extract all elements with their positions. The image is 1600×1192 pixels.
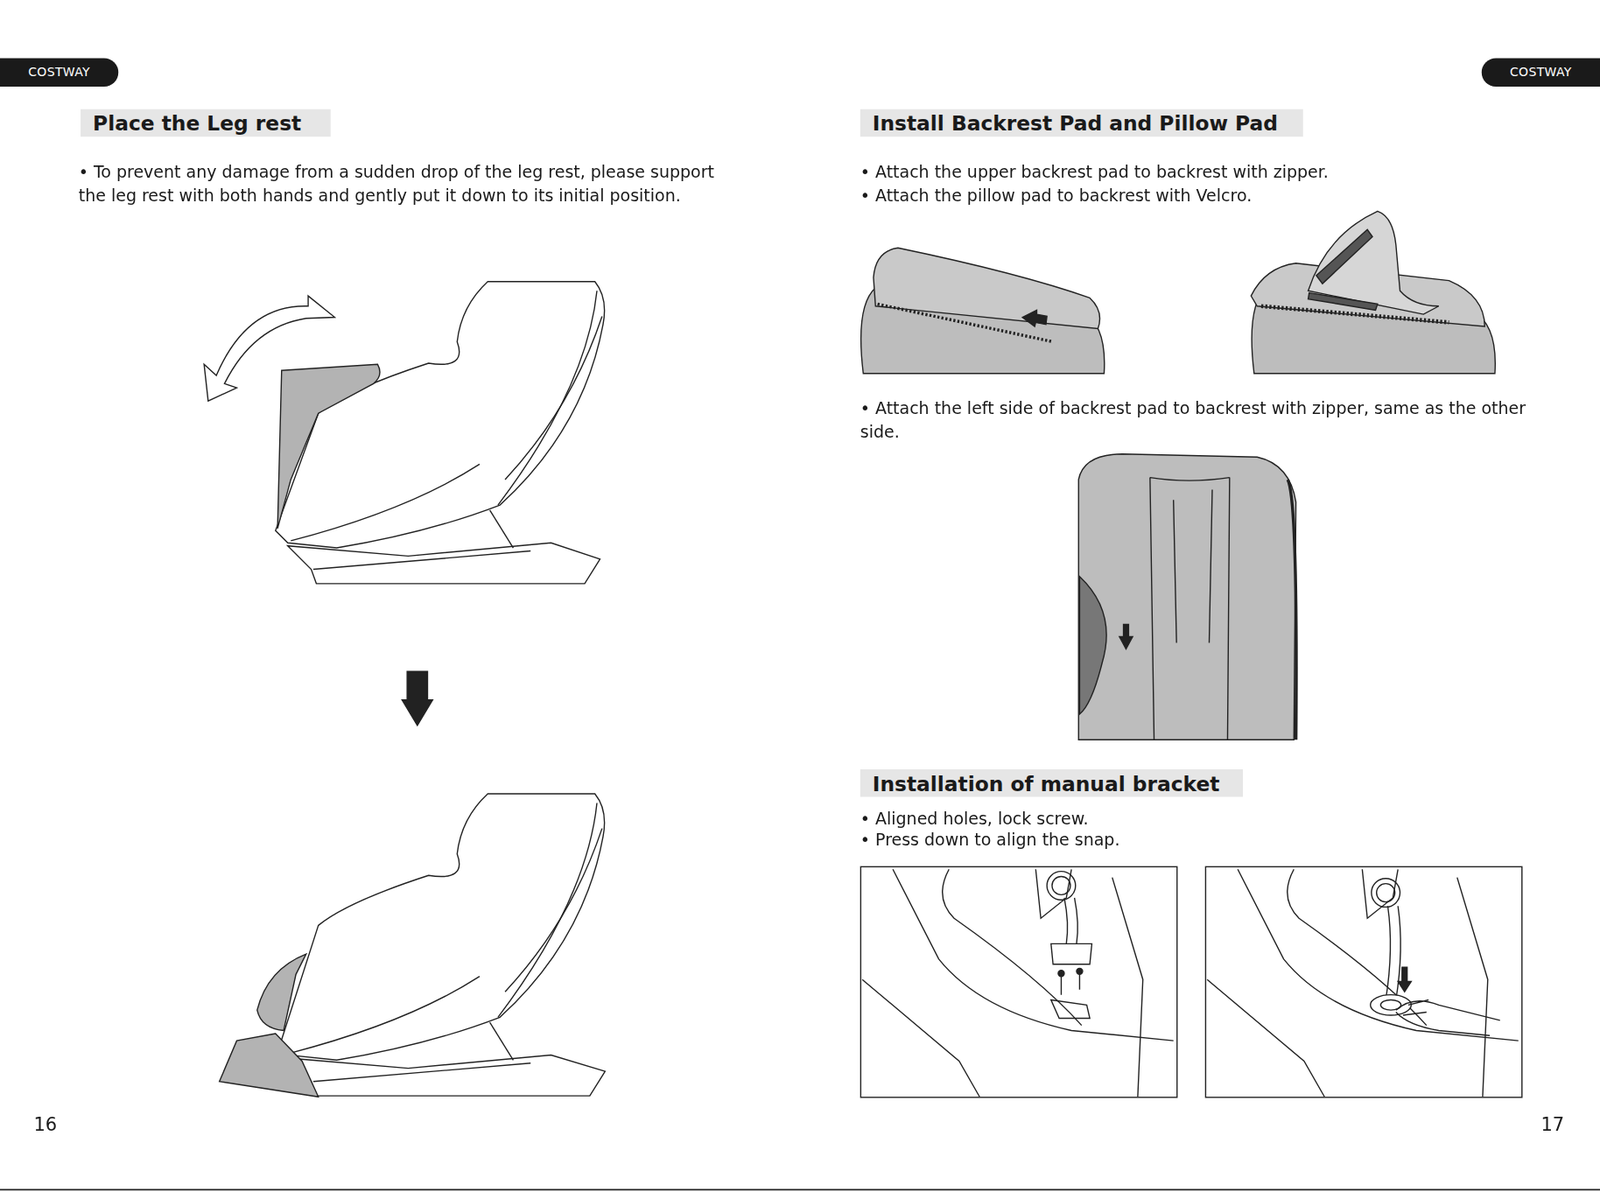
backrest-zipper xyxy=(861,247,1105,373)
heading-text: Place the Leg rest xyxy=(92,110,302,135)
instruction-text: • Aligned holes, lock screw. xyxy=(860,807,1534,831)
bracket-panel-2 xyxy=(1205,866,1522,1097)
section-heading: Install Backrest Pad and Pillow Pad xyxy=(860,109,1304,137)
brand-tab: COSTWAY xyxy=(0,57,119,87)
bracket-panel-1 xyxy=(860,866,1177,1097)
instruction-text: • To prevent any damage from a sudden dr… xyxy=(78,160,732,208)
pillow-pad-velcro xyxy=(1250,210,1495,373)
page-number: 16 xyxy=(33,1113,95,1135)
heading-text: Installation of manual bracket xyxy=(872,771,1221,796)
instruction-text: • Attach the left side of backrest pad t… xyxy=(860,397,1534,445)
brand-tab: COSTWAY xyxy=(1481,57,1600,87)
heading-text: COSTWAY xyxy=(28,65,91,80)
instruction-text: • Press down to align the snap. xyxy=(860,828,1534,853)
heading-text: Install Backrest Pad and Pillow Pad xyxy=(872,110,1278,135)
section-heading: Installation of manual bracket xyxy=(860,769,1243,797)
heading-text: COSTWAY xyxy=(1509,65,1572,80)
instruction-text: • Attach the pillow pad to backrest with… xyxy=(860,183,1534,208)
page-number: 17 xyxy=(1540,1113,1600,1135)
instruction-text: • Attach the upper backrest pad to backr… xyxy=(860,160,1534,184)
chair-raised xyxy=(275,281,605,584)
curved-arrow xyxy=(203,295,335,401)
chair-lowered xyxy=(280,793,606,1096)
down-arrow xyxy=(401,671,433,726)
backrest-side-zipper xyxy=(1078,454,1297,740)
section-heading: Place the Leg rest xyxy=(80,109,331,137)
